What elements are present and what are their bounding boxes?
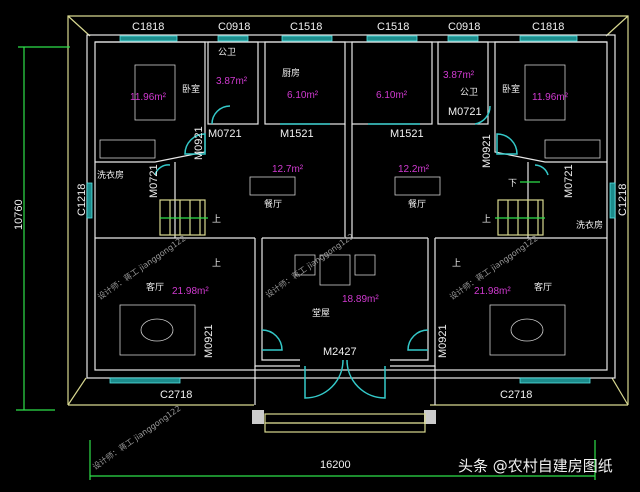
width-dimension: 16200 <box>320 459 351 471</box>
watermark: 设计师：蒋工 jianggong122 <box>263 231 355 300</box>
room-name: 餐厅 <box>408 198 426 210</box>
window-label: C0918 <box>448 21 480 33</box>
brand-watermark: 头条 @农村自建房图纸 <box>458 457 613 475</box>
room-name: 堂屋 <box>312 307 330 319</box>
room-name: 洗衣房 <box>576 219 603 231</box>
stair-up-label: 上 <box>212 214 221 225</box>
door-label: M0721 <box>563 164 575 198</box>
room-area: 3.87m² <box>216 76 248 87</box>
door-label: M0921 <box>481 134 493 168</box>
room-area: 21.98m² <box>172 286 209 297</box>
window-label: C2718 <box>160 389 192 401</box>
stair-down-label: 下 <box>508 179 517 189</box>
window-label: C1218 <box>617 184 629 216</box>
room-name: 公卫 <box>218 47 236 58</box>
window-label: C0918 <box>218 21 250 33</box>
room-name: 卧室 <box>502 83 520 95</box>
window-label: C1818 <box>132 21 164 33</box>
door-label: M0721 <box>148 164 160 198</box>
windows <box>86 35 616 384</box>
door-label: M0721 <box>208 128 242 140</box>
door-swings <box>154 105 549 399</box>
room-name: 餐厅 <box>264 198 282 210</box>
height-dimension: 10760 <box>13 199 25 230</box>
room-area: 6.10m² <box>287 90 319 101</box>
room-name: 公卫 <box>460 87 478 98</box>
door-label: M0921 <box>193 126 205 160</box>
dimension-lines <box>16 46 596 480</box>
door-label: M2427 <box>323 346 357 358</box>
room-area: 11.96m² <box>130 92 167 103</box>
door-label: M0921 <box>437 324 449 358</box>
door-label: M0721 <box>448 106 482 118</box>
window-label: C2718 <box>500 389 532 401</box>
staircase-left <box>159 199 208 236</box>
window-label: C1818 <box>532 21 564 33</box>
room-name: 客厅 <box>534 281 552 293</box>
door-label: M1521 <box>390 128 424 140</box>
window-label: C1518 <box>377 21 409 33</box>
stair-up-label: 上 <box>482 214 491 225</box>
room-name: 客厅 <box>146 281 164 293</box>
watermark: 设计师：蒋工 jianggong122 <box>90 403 182 472</box>
room-area: 12.2m² <box>398 164 430 175</box>
room-area: 11.96m² <box>532 92 569 103</box>
door-label: M0921 <box>203 324 215 358</box>
room-name: 洗衣房 <box>97 169 124 181</box>
furniture <box>99 64 601 433</box>
stair-up-label: 上 <box>452 258 461 269</box>
door-label: M1521 <box>280 128 314 140</box>
room-area: 3.87m² <box>443 70 475 81</box>
window-label: C1518 <box>290 21 322 33</box>
room-name: 卧室 <box>182 83 200 95</box>
room-area: 12.7m² <box>272 164 304 175</box>
room-area: 21.98m² <box>474 286 511 297</box>
room-name: 厨房 <box>282 67 300 79</box>
room-area: 18.89m² <box>342 294 379 305</box>
roof-outline <box>67 15 629 406</box>
stair-up-label: 上 <box>212 258 221 269</box>
room-area: 6.10m² <box>376 90 408 101</box>
staircase-right <box>495 181 545 236</box>
window-label: C1218 <box>76 184 88 216</box>
